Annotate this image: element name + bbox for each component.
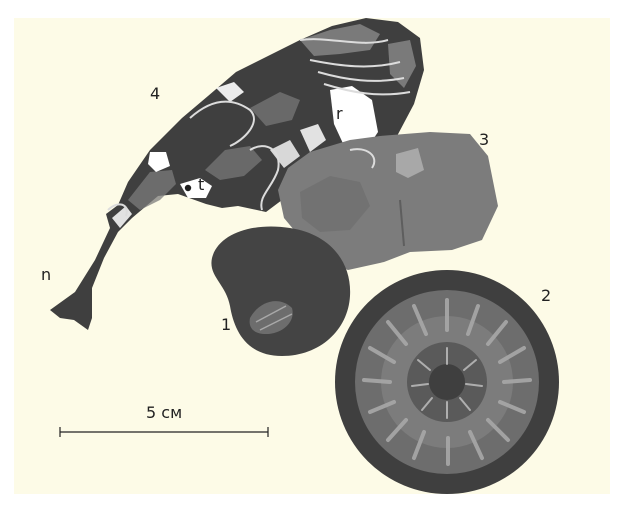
specimen-2-ammonite <box>335 270 559 494</box>
scale-bar-label: 5 см <box>146 405 182 421</box>
scale-bar <box>60 427 268 437</box>
specimen-1-fragment <box>211 226 350 356</box>
label-letter-t: t <box>198 177 204 193</box>
label-specimen-4: 4 <box>150 86 160 102</box>
label-letter-n: n <box>41 267 51 283</box>
label-specimen-3: 3 <box>479 132 489 148</box>
label-specimen-1: 1 <box>221 317 231 333</box>
label-letter-r: r <box>336 106 343 122</box>
label-specimen-2: 2 <box>541 288 551 304</box>
